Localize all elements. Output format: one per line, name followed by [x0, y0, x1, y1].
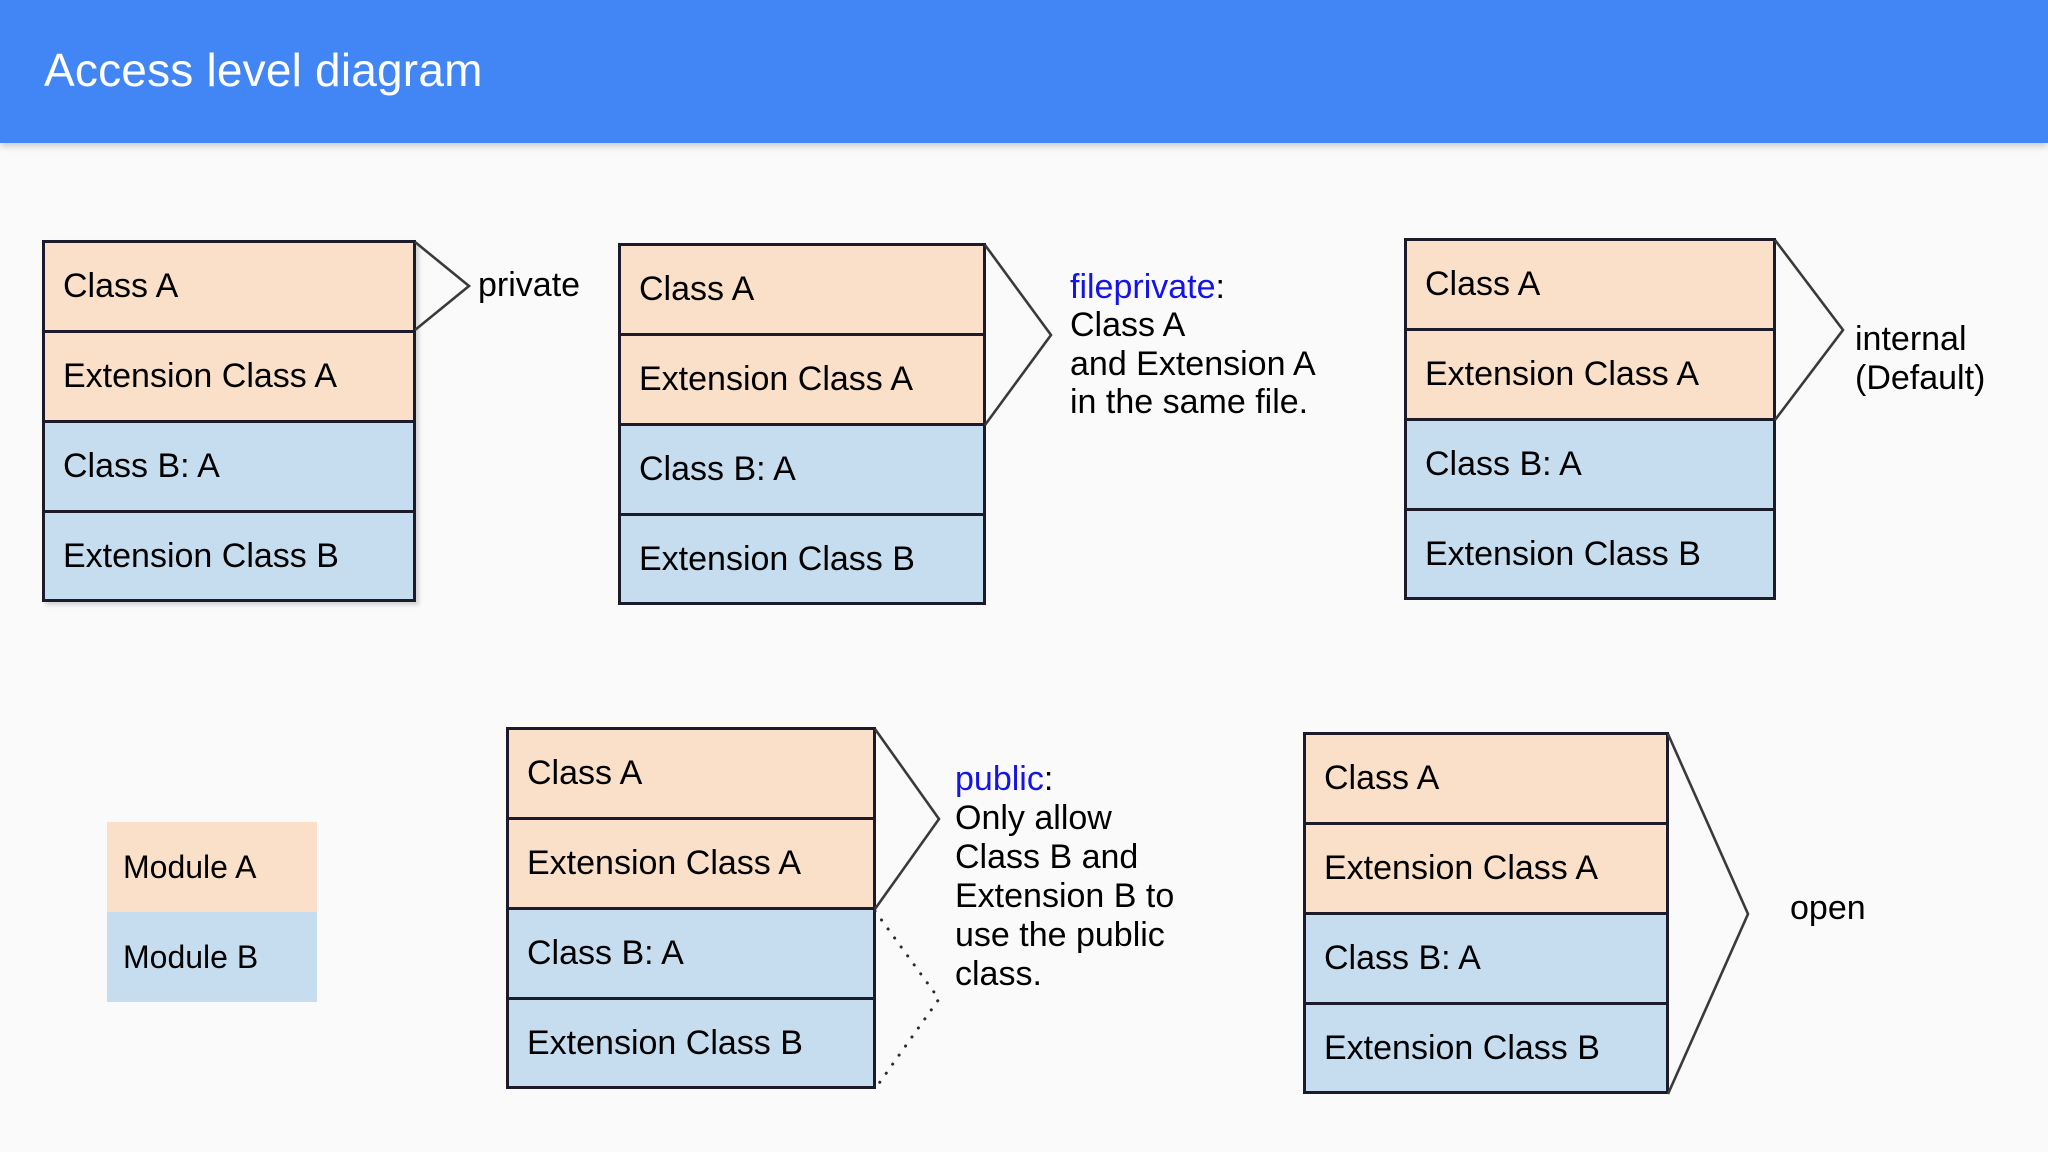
annotation-line: Extension B to	[955, 877, 1175, 916]
annotation-private: private	[478, 267, 580, 304]
class-row: Class A	[45, 243, 413, 333]
chevron-fileprivate	[983, 244, 1053, 426]
annotation-line: Class A	[1070, 306, 1186, 345]
annotation-fileprivate: fileprivate: Class A and Extension A in …	[1070, 268, 1316, 422]
annotation-line: Only allow	[955, 799, 1112, 838]
annotation-line: class.	[955, 955, 1042, 994]
annotation-line: (Default)	[1855, 359, 1986, 398]
class-box-internal: Class A Extension Class A Class B: A Ext…	[1404, 238, 1776, 600]
class-row: Extension Class A	[621, 336, 983, 426]
annotation-keyword-line: fileprivate:	[1070, 268, 1316, 306]
chevron-open	[1666, 733, 1750, 1095]
class-row: Class B: A	[1407, 421, 1773, 511]
annotation-line: private	[478, 266, 581, 304]
annotation-public: public: Only allow Class B and Extension…	[955, 760, 1174, 995]
keyword-public: public	[955, 760, 1044, 798]
class-row: Class B: A	[45, 423, 413, 513]
class-row: Class B: A	[509, 910, 873, 1000]
class-row: Extension Class B	[1407, 511, 1773, 597]
class-row: Class B: A	[621, 426, 983, 516]
class-row: Extension Class B	[621, 516, 983, 602]
chevron-internal	[1773, 239, 1845, 421]
annotation-line: in the same file.	[1070, 383, 1309, 422]
legend-item-module-b: Module B	[107, 912, 317, 1002]
annotation-line: open	[1790, 889, 1866, 927]
class-box-open: Class A Extension Class A Class B: A Ext…	[1303, 732, 1669, 1094]
class-row: Extension Class B	[1306, 1005, 1666, 1091]
chevron-public-dotted	[873, 909, 941, 1091]
module-legend: Module A Module B	[107, 822, 317, 1002]
title-bar: Access level diagram	[0, 0, 2048, 143]
keyword-suffix: :	[1215, 268, 1225, 306]
class-box-public: Class A Extension Class A Class B: A Ext…	[506, 727, 876, 1089]
class-row: Class A	[1306, 735, 1666, 825]
class-row: Extension Class A	[509, 820, 873, 910]
class-row: Extension Class B	[45, 513, 413, 599]
class-row: Extension Class A	[1407, 331, 1773, 421]
annotation-line: internal	[1855, 320, 1967, 358]
annotation-open: open	[1790, 890, 1866, 927]
class-row: Class A	[509, 730, 873, 820]
class-row: Class B: A	[1306, 915, 1666, 1005]
class-row: Extension Class A	[45, 333, 413, 423]
class-row: Class A	[621, 246, 983, 336]
keyword-suffix: :	[1043, 760, 1054, 798]
keyword-fileprivate: fileprivate	[1070, 268, 1216, 306]
legend-item-module-a: Module A	[107, 822, 317, 912]
class-row: Extension Class B	[509, 1000, 873, 1086]
annotation-internal: internal (Default)	[1855, 320, 1985, 398]
class-box-fileprivate: Class A Extension Class A Class B: A Ext…	[618, 243, 986, 605]
class-row: Class A	[1407, 241, 1773, 331]
class-row: Extension Class A	[1306, 825, 1666, 915]
page-title: Access level diagram	[44, 44, 483, 96]
annotation-keyword-line: public:	[955, 760, 1174, 799]
annotation-line: Class B and	[955, 838, 1139, 877]
chevron-private	[414, 240, 472, 332]
annotation-line: and Extension A	[1070, 344, 1316, 383]
class-box-private: Class A Extension Class A Class B: A Ext…	[42, 240, 416, 602]
chevron-public-solid	[873, 728, 941, 910]
annotation-line: use the public	[955, 916, 1165, 955]
